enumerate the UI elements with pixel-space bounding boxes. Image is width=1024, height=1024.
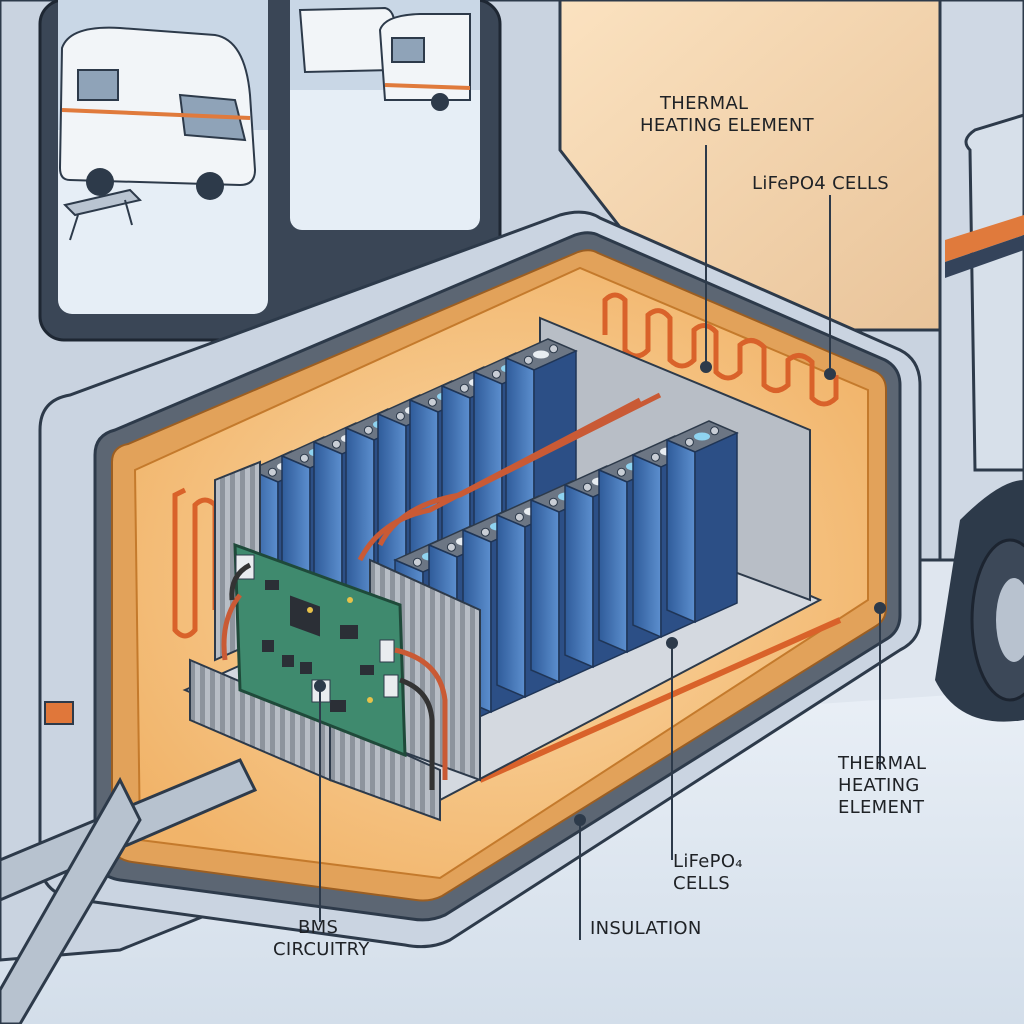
leader-lines [314,145,886,940]
camper-van-outside [58,26,257,200]
label-lifepo4-cells-top: LiFePO4 CELLS [752,173,889,195]
label-line: BMS [298,917,339,938]
rv-stripe [945,215,1024,262]
heating-element-floor [478,617,842,783]
window-divider [268,0,290,250]
label-bms-circuitry: BMS CIRCUITRY [273,917,370,961]
label-thermal-heating-element-right: THERMAL HEATING ELEMENT [838,753,926,819]
rv-door [964,113,1024,472]
label-line: THERMAL [660,93,749,114]
label-line: CELLS [673,873,730,894]
rv-stripe-dark [945,235,1024,278]
label-line: LiFePO₄ [673,851,743,872]
label-line: HEATING ELEMENT [640,115,814,136]
label-insulation: INSULATION [590,918,702,940]
marker-light [44,701,74,725]
label-lifepo4-cells-bottom: LiFePO₄ CELLS [673,851,743,895]
trailers-outside [298,6,471,111]
picnic-table [63,188,142,241]
heating-coils-left [172,487,218,639]
rv-wheel [935,480,1024,722]
label-line: THERMAL [838,753,927,774]
label-thermal-heating-element-top: THERMAL HEATING ELEMENT [640,93,814,137]
label-line: HEATING [838,775,920,796]
label-line: ELEMENT [838,797,925,818]
label-line: INSULATION [590,918,702,939]
heating-coils-back [602,292,839,407]
battery-cell [665,420,739,624]
chassis-strut [0,776,142,1024]
label-line: CIRCUITRY [273,939,370,960]
wiring [221,392,662,790]
label-line: LiFePO4 CELLS [752,173,889,194]
